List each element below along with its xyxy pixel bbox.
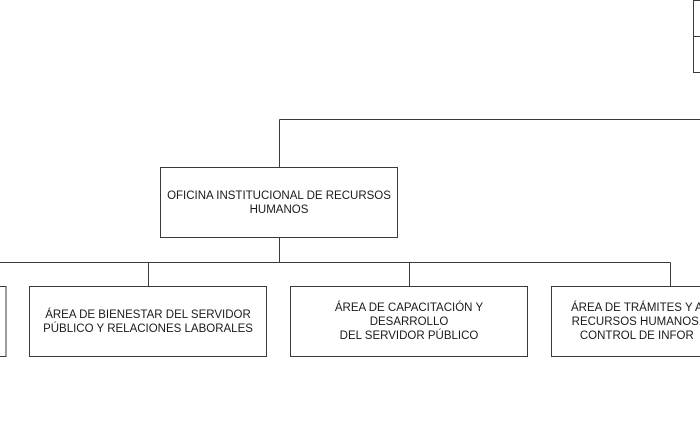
area-box-left-clipped [0,286,7,357]
main-office-label: OFICINA INSTITUCIONAL DE RECURSOS HUMANO… [167,189,391,216]
area-label-capacitacion: ÁREA DE CAPACITACIÓN Y DESARROLLO DEL SE… [334,301,484,342]
area-label-tramites: ÁREA DE TRÁMITES Y A RECURSOS HUMANOS, C… [571,301,700,342]
main-office-box: OFICINA INSTITUCIONAL DE RECURSOS HUMANO… [160,167,398,238]
area-label-bienestar: ÁREA DE BIENESTAR DEL SERVIDOR PÚBLICO Y… [43,308,253,335]
area-box-bienestar: ÁREA DE BIENESTAR DEL SERVIDOR PÚBLICO Y… [29,286,267,357]
area-box-capacitacion: ÁREA DE CAPACITACIÓN Y DESARROLLO DEL SE… [290,286,528,357]
area-box-tramites: ÁREA DE TRÁMITES Y A RECURSOS HUMANOS, C… [551,286,700,357]
